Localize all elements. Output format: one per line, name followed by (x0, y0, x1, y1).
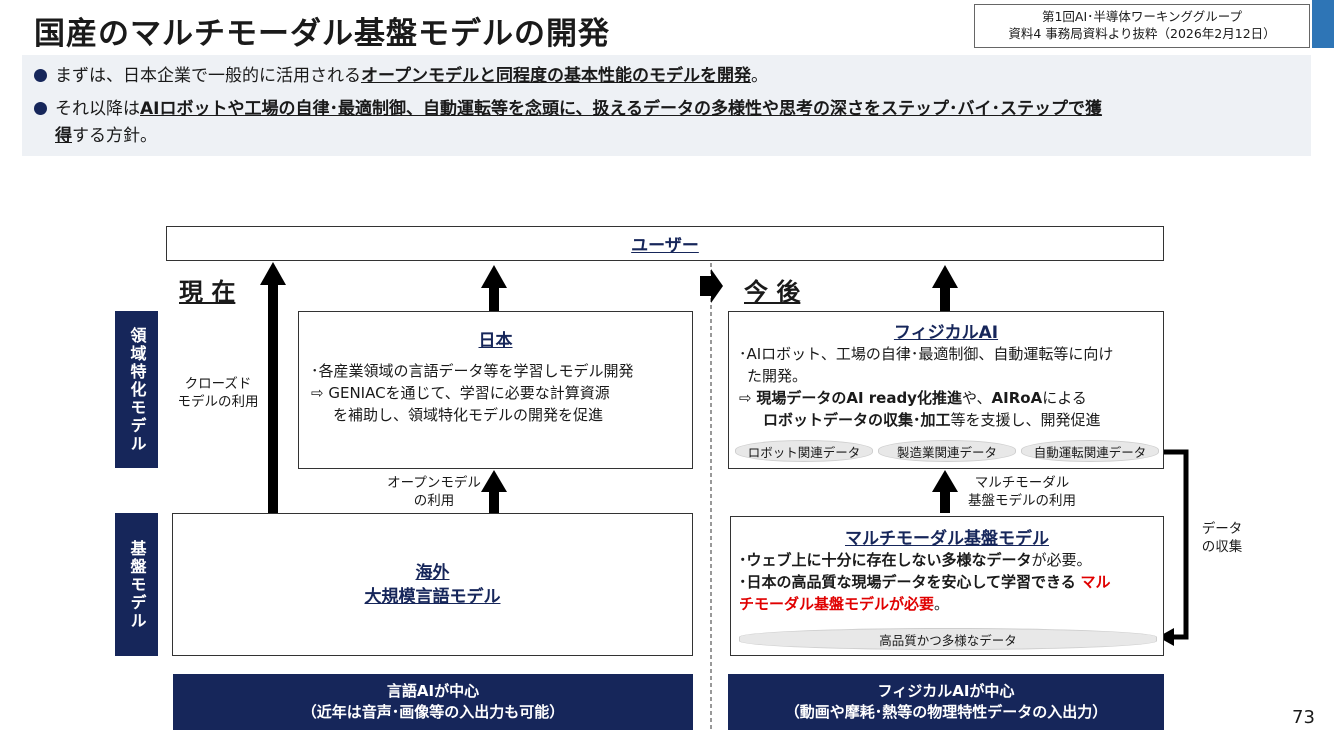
footer-right-line-2: （動画や摩耗･熱等の物理特性データの入出力） (784, 703, 1108, 721)
data-collect-label: データ の収集 (1194, 520, 1250, 556)
side-label-domain: 領域特化モデル (115, 311, 158, 468)
pill-robot-data: ロボット関連データ (735, 440, 873, 462)
source-note: 第1回AI･半導体ワーキンググループ 資料4 事務局資料より抜粋（2026年2月… (974, 4, 1310, 48)
physical-ai-emphasis-1: 現場データのAI ready化推進 (756, 389, 962, 407)
footer-left-line-2: （近年は音声･画像等の入出力も可能） (301, 703, 565, 721)
physical-ai-emphasis-2: AIRoA (991, 389, 1043, 407)
physical-ai-arrow: ⇨ (739, 389, 757, 407)
open-model-line-2: の利用 (413, 493, 455, 509)
multimodal-line-3-end: 。 (934, 595, 950, 613)
user-label: ユーザー (631, 236, 699, 256)
multimodal-use-line-1: マルチモーダル (974, 475, 1070, 491)
closed-model-line-1: クローズド (184, 376, 252, 392)
physical-ai-title: フィジカルAI (893, 323, 999, 343)
pill-manufacturing-data: 製造業関連データ (878, 440, 1016, 462)
multimodal-line-1-emphasis: ･ウェブ上に十分に存在しない多様なデータ (739, 551, 1032, 569)
multimodal-use-line-2: 基盤モデルの利用 (968, 493, 1076, 509)
overseas-line-2: 大規模言語モデル (364, 586, 501, 607)
japan-line-2: ⇨ GENIACを通じて、学習に必要な計算資源 (311, 384, 610, 402)
bullet-1-end: 。 (750, 66, 768, 86)
page-title: 国産のマルチモーダル基盤モデルの開発 (34, 16, 610, 52)
open-model-line-1: オープンモデル (387, 475, 481, 491)
corner-accent (1312, 0, 1334, 48)
multimodal-title: マルチモーダル基盤モデル (845, 529, 1049, 549)
footer-right: フィジカルAIが中心 （動画や摩耗･熱等の物理特性データの入出力） (728, 674, 1164, 730)
physical-ai-mid: や、 (961, 389, 992, 407)
bullet-2-end: する方針。 (72, 126, 157, 146)
pill-high-quality-data: 高品質かつ多様なデータ (739, 628, 1157, 650)
multimodal-box: マルチモーダル基盤モデル ･ウェブ上に十分に存在しない多様なデータが必要。 ･日… (730, 516, 1164, 656)
pill-autonomous-driving-data: 自動運転関連データ (1021, 440, 1159, 462)
multimodal-line-1-end: が必要。 (1031, 551, 1092, 569)
physical-ai-post: による (1042, 389, 1087, 407)
now-label: 現 在 (179, 278, 236, 306)
physical-ai-emphasis-3: ロボットデータの収集･加工 (763, 411, 951, 429)
closed-model-line-2: モデルの利用 (177, 394, 259, 410)
bullet-2-text: それ以降は (55, 99, 140, 119)
future-label: 今 後 (744, 278, 801, 306)
bullet-1: まずは、日本企業で一般的に活用されるオープンモデルと同程度の基本性能のモデルを開… (34, 64, 768, 89)
source-line-2: 資料4 事務局資料より抜粋（2026年2月12日） (1008, 26, 1276, 41)
japan-line-3: を補助し、領域特化モデルの開発を促進 (333, 406, 604, 424)
overseas-line-1: 海外 (415, 562, 450, 583)
bullet-2-emphasis-cont: 得 (55, 126, 72, 146)
bullet-1-text: まずは、日本企業で一般的に活用される (55, 66, 361, 86)
open-model-label: オープンモデル の利用 (380, 474, 488, 510)
side-label-base: 基盤モデル (115, 513, 158, 656)
japan-body: ･各産業領域の言語データ等を学習しモデル開発 ⇨ GENIACを通じて、学習に必… (311, 360, 686, 426)
footer-right-line-1: フィジカルAIが中心 (877, 682, 1015, 700)
bullet-1-emphasis: オープンモデルと同程度の基本性能のモデルを開発 (361, 66, 751, 86)
data-collect-line-1: データ (1201, 521, 1243, 537)
page-number: 73 (1292, 707, 1315, 728)
bullet-2: それ以降はAIロボットや工場の自律･最適制御、自動運転等を念頭に、扱えるデータの… (34, 97, 1304, 122)
japan-box: 日本 ･各産業領域の言語データ等を学習しモデル開発 ⇨ GENIACを通じて、学… (298, 311, 693, 469)
footer-left: 言語AIが中心 （近年は音声･画像等の入出力も可能） (173, 674, 693, 730)
user-box: ユーザー (166, 226, 1164, 261)
physical-ai-line-2: た開発。 (747, 367, 808, 385)
data-collect-line-2: の収集 (1201, 539, 1243, 555)
multimodal-line-3-red: チモーダル基盤モデルが必要 (739, 595, 935, 613)
bullet-dot-icon (34, 102, 47, 115)
multimodal-line-2-emphasis: ･日本の高品質な現場データを安心して学習できる (739, 573, 1076, 591)
physical-ai-box: フィジカルAI ･AIロボット、工場の自律･最適制御、自動運転等に向け た開発。… (728, 311, 1164, 469)
japan-line-1: ･各産業領域の言語データ等を学習しモデル開発 (311, 362, 634, 380)
physical-ai-line-1: ･AIロボット、工場の自律･最適制御、自動運転等に向け (739, 345, 1114, 363)
closed-model-label: クローズド モデルの利用 (170, 375, 266, 411)
physical-ai-line-4-end: 等を支援し、開発促進 (950, 411, 1101, 429)
multimodal-use-label: マルチモーダル 基盤モデルの利用 (956, 474, 1088, 510)
footer-left-line-1: 言語AIが中心 (386, 682, 480, 700)
multimodal-line-2-red: マル (1080, 573, 1111, 591)
bullet-2-emphasis: AIロボットや工場の自律･最適制御、自動運転等を念頭に、扱えるデータの多様性や思… (140, 99, 1102, 119)
physical-ai-body: ･AIロボット、工場の自律･最適制御、自動運転等に向け た開発。 ⇨ 現場データ… (739, 343, 1159, 431)
source-line-1: 第1回AI･半導体ワーキンググループ (1041, 9, 1243, 24)
overseas-box: 海外 大規模言語モデル (172, 513, 693, 656)
japan-title: 日本 (478, 331, 513, 351)
bullet-2-cont: 得する方針。 (55, 124, 157, 149)
bullet-box: まずは、日本企業で一般的に活用されるオープンモデルと同程度の基本性能のモデルを開… (22, 55, 1311, 156)
bullet-dot-icon (34, 69, 47, 82)
multimodal-body: ･ウェブ上に十分に存在しない多様なデータが必要。 ･日本の高品質な現場データを安… (739, 549, 1161, 615)
